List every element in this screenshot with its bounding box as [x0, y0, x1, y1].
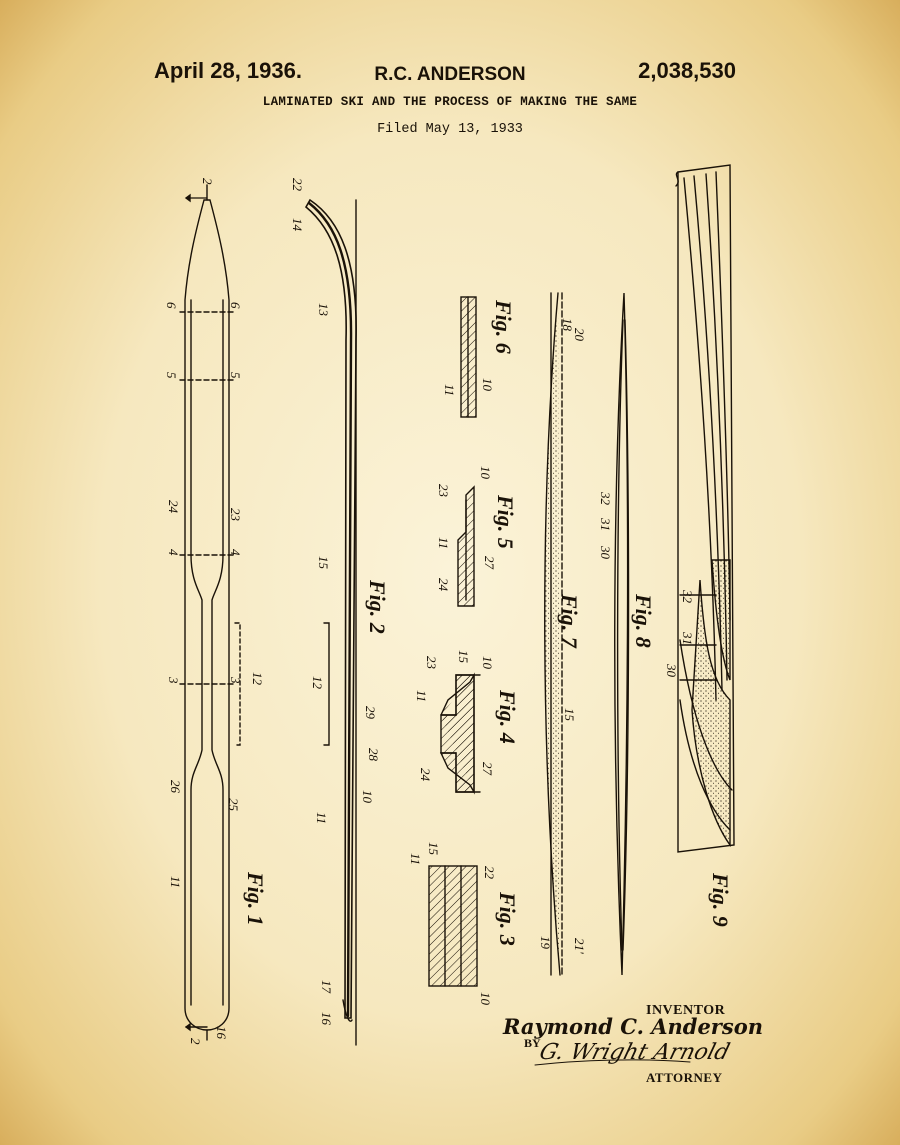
signature-flourish	[534, 1059, 691, 1066]
ref-label: 21'	[572, 938, 587, 954]
by-label: BY	[524, 1036, 541, 1050]
ref-label: 24	[166, 500, 181, 513]
ref-label: 25	[226, 798, 241, 811]
patent-date: April 28, 1936.	[154, 58, 302, 83]
fig2-ski-side	[304, 198, 357, 1046]
ref-label: 12	[250, 672, 265, 685]
ref-label: 29	[363, 706, 378, 719]
ref-label: 19	[538, 936, 553, 949]
ref-label: 30	[598, 546, 613, 559]
fig7-label: Fig. 7	[557, 594, 582, 648]
ref-label: 24	[436, 578, 451, 591]
ref-label: 3	[166, 677, 181, 684]
fig2-label: Fig. 2	[365, 580, 390, 634]
ref-label: 24	[418, 768, 433, 781]
ref-label: 4	[228, 549, 243, 556]
ref-label: 20	[572, 328, 587, 341]
patent-inventor-name: R.C. ANDERSON	[374, 64, 526, 85]
fig8-lamination-stack	[614, 292, 630, 976]
ref-label: 10	[360, 790, 375, 803]
ref-label: 5	[164, 372, 179, 379]
fig6-section	[460, 296, 477, 418]
fig1-ski-plan	[179, 184, 241, 1041]
ref-label: 13	[316, 303, 331, 316]
ref-label: 31	[680, 632, 695, 645]
ref-label: 5	[228, 372, 243, 379]
fig5-label: Fig. 5	[493, 495, 518, 549]
ref-label: 11	[408, 853, 423, 866]
ref-label: 6	[164, 302, 179, 309]
ref-label: 12	[310, 676, 325, 689]
ref-label: 22	[482, 866, 497, 879]
ref-label: 27	[480, 762, 495, 775]
ref-label: 27	[482, 556, 497, 569]
ref-label: 15	[426, 842, 441, 855]
fig8-label: Fig. 8	[631, 594, 656, 648]
fig6-label: Fig. 6	[491, 300, 516, 354]
ref-label: 4	[166, 549, 181, 556]
ref-label: 11	[414, 690, 429, 703]
ref-label: 31	[598, 518, 613, 531]
ref-label: 23	[436, 484, 451, 497]
patent-title: LAMINATED SKI AND THE PROCESS OF MAKING …	[262, 95, 638, 109]
ref-label: 10	[480, 656, 495, 669]
inventor-label: INVENTOR	[646, 1003, 726, 1018]
ref-label: 16	[214, 1026, 229, 1039]
ref-label: 30	[664, 664, 679, 677]
ref-label: 2	[200, 178, 215, 185]
ref-label: 11	[314, 812, 329, 825]
fig9-wood-grain-block	[675, 164, 735, 853]
ref-label: 23	[424, 656, 439, 669]
fig1-label: Fig. 1	[243, 872, 268, 926]
ref-label: 28	[366, 748, 381, 761]
fig3-section	[428, 865, 478, 987]
ref-label: 6	[228, 302, 243, 309]
patent-number: 2,038,530	[638, 58, 736, 83]
ref-label: 26	[168, 780, 183, 793]
ref-label: 15	[456, 650, 471, 663]
ref-label: 32	[598, 492, 613, 505]
attorney-signature: G. Wright Arnold	[536, 1040, 733, 1065]
ref-label: 23	[228, 508, 243, 521]
ref-label: 10	[480, 378, 495, 391]
ref-label: 11	[168, 876, 183, 889]
ref-label: 3	[228, 677, 243, 684]
ref-label: 32	[680, 590, 695, 603]
attorney-label: ATTORNEY	[646, 1070, 723, 1085]
ref-label: 10	[478, 992, 493, 1005]
ref-label: 22	[290, 178, 305, 191]
fig3-label: Fig. 3	[495, 892, 520, 946]
ref-label: 14	[290, 218, 305, 231]
fig4-section	[439, 672, 481, 795]
fig7-tapered-lamination	[544, 292, 563, 976]
ref-label: 15	[562, 708, 577, 721]
ref-label: 10	[478, 466, 493, 479]
ref-label: 11	[436, 537, 451, 550]
inventor-signature: Raymond C. Anderson	[503, 1014, 763, 1039]
ref-label: 15	[316, 556, 331, 569]
fig4-label: Fig. 4	[495, 690, 520, 744]
ref-label: 16	[319, 1012, 334, 1025]
filing-date: Filed May 13, 1933	[377, 122, 523, 137]
ref-label: 2	[188, 1038, 203, 1045]
ref-label: 17	[319, 980, 334, 993]
ref-label: 11	[442, 384, 457, 397]
fig5-section	[457, 485, 475, 607]
fig9-label: Fig. 9	[708, 873, 733, 927]
